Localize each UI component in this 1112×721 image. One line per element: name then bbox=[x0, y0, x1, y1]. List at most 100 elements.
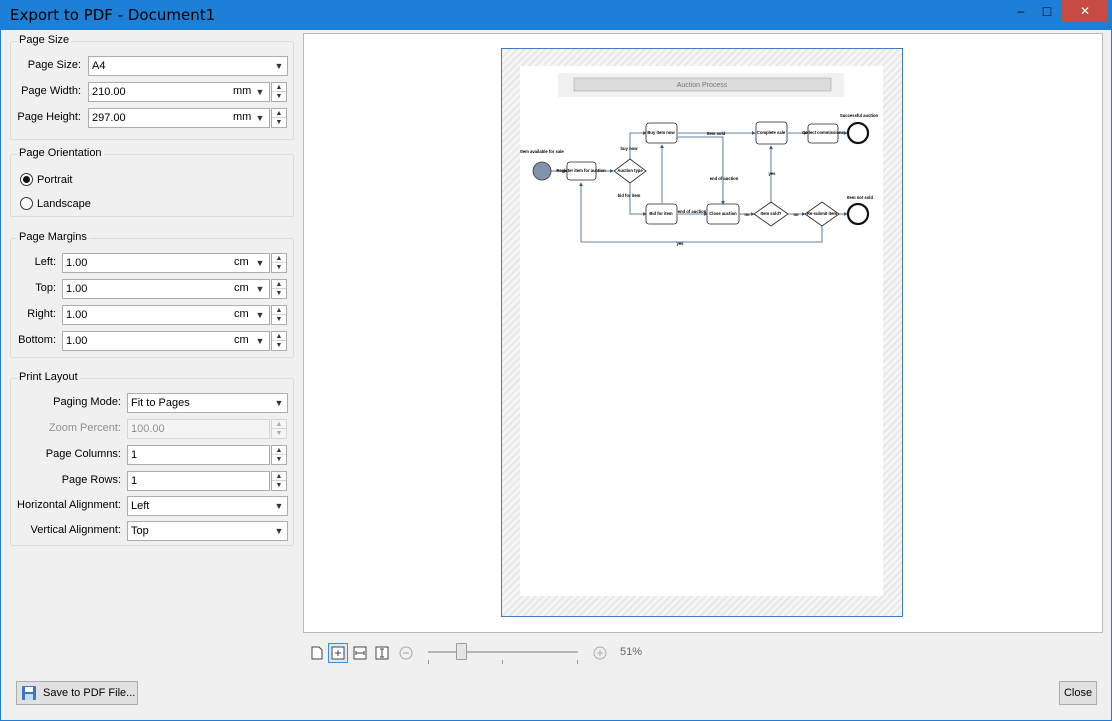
slider-tick bbox=[428, 660, 429, 664]
chevron-down-icon[interactable]: ▼ bbox=[255, 284, 265, 294]
vertical-alignment-select[interactable]: Top ▼ bbox=[127, 521, 288, 541]
page-height-label: Page Height: bbox=[17, 111, 81, 123]
margin-right-stepper[interactable]: ▲▼ bbox=[271, 305, 287, 325]
margin-bottom-label: Bottom: bbox=[18, 334, 56, 346]
page-height-input[interactable]: 297.00 mm ▼ bbox=[88, 108, 270, 128]
buy-now-task bbox=[645, 122, 678, 144]
stepper-up-icon[interactable]: ▲ bbox=[272, 446, 286, 455]
minimize-button[interactable]: – bbox=[1008, 0, 1034, 22]
stepper-up-icon[interactable]: ▲ bbox=[272, 254, 286, 263]
single-page-button[interactable] bbox=[307, 643, 327, 663]
chevron-down-icon[interactable]: ▼ bbox=[255, 310, 265, 320]
zoom-slider-track[interactable] bbox=[428, 651, 578, 653]
landscape-radio[interactable] bbox=[20, 197, 33, 210]
page-rows-input[interactable]: 1 bbox=[127, 471, 270, 491]
unit-label: cm bbox=[234, 282, 249, 294]
close-auction-task bbox=[706, 203, 740, 225]
maximize-button[interactable]: □ bbox=[1034, 0, 1060, 22]
zoom-slider-thumb[interactable] bbox=[456, 643, 467, 660]
stepper-down-icon[interactable]: ▼ bbox=[275, 290, 283, 297]
margin-left-input[interactable]: 1.00 cm ▼ bbox=[62, 253, 270, 273]
complete-sale-label: Complete sale bbox=[757, 130, 786, 135]
orientation-group: Page Orientation Portrait Landscape bbox=[10, 147, 295, 217]
button-bar: Save to PDF File... Close bbox=[1, 670, 1111, 720]
slider-tick bbox=[577, 660, 578, 664]
stepper-down-icon[interactable]: ▼ bbox=[275, 93, 283, 100]
page-width-input[interactable]: 210.00 mm ▼ bbox=[88, 82, 270, 102]
zoom-percent-stepper: ▲▼ bbox=[271, 419, 287, 439]
margin-bottom-input[interactable]: 1.00 cm ▼ bbox=[62, 331, 270, 351]
save-button-label: Save to PDF File... bbox=[43, 687, 136, 699]
stepper-up-icon[interactable]: ▲ bbox=[272, 83, 286, 92]
group-title: Print Layout bbox=[17, 371, 80, 383]
page-height-stepper[interactable]: ▲▼ bbox=[271, 108, 287, 128]
page-columns-input[interactable]: 1 bbox=[127, 445, 270, 465]
stepper-down-icon[interactable]: ▼ bbox=[275, 119, 283, 126]
stepper-down-icon: ▼ bbox=[275, 430, 283, 437]
margin-top-stepper[interactable]: ▲▼ bbox=[271, 279, 287, 299]
page-width-label: Page Width: bbox=[21, 85, 81, 97]
zoom-in-button[interactable] bbox=[590, 643, 610, 663]
page-margins-group: Page Margins Left: 1.00 cm ▼ ▲▼ Top: 1.0… bbox=[10, 231, 294, 358]
page-size-label: Page Size: bbox=[27, 59, 81, 71]
fit-width-button[interactable] bbox=[350, 643, 370, 663]
item-sold-q-label: Item sold? bbox=[761, 211, 782, 216]
fit-height-button[interactable] bbox=[372, 643, 392, 663]
horizontal-alignment-select[interactable]: Left ▼ bbox=[127, 496, 288, 516]
stepper-down-icon[interactable]: ▼ bbox=[275, 482, 283, 489]
paging-mode-select[interactable]: Fit to Pages ▼ bbox=[127, 393, 288, 413]
margin-left-stepper[interactable]: ▲▼ bbox=[271, 253, 287, 273]
margin-bottom-stepper[interactable]: ▲▼ bbox=[271, 331, 287, 351]
stepper-up-icon[interactable]: ▲ bbox=[272, 109, 286, 118]
register-task bbox=[566, 161, 597, 181]
close-button[interactable]: Close bbox=[1059, 681, 1097, 705]
stepper-up-icon[interactable]: ▲ bbox=[272, 332, 286, 341]
vertical-alignment-label: Vertical Alignment: bbox=[30, 524, 122, 536]
close-auction-label: Close auction bbox=[709, 211, 737, 216]
collect-task bbox=[807, 123, 839, 144]
stepper-up-icon[interactable]: ▲ bbox=[272, 280, 286, 289]
page-width-stepper[interactable]: ▲▼ bbox=[271, 82, 287, 102]
page-rows-stepper[interactable]: ▲▼ bbox=[271, 471, 287, 491]
margin-top-input[interactable]: 1.00 cm ▼ bbox=[62, 279, 270, 299]
save-icon bbox=[22, 686, 36, 700]
stepper-down-icon[interactable]: ▼ bbox=[275, 342, 283, 349]
bid-task bbox=[645, 203, 678, 225]
chevron-down-icon[interactable]: ▼ bbox=[255, 336, 265, 346]
stepper-down-icon[interactable]: ▼ bbox=[275, 456, 283, 463]
portrait-radio[interactable] bbox=[20, 173, 33, 186]
zoom-in-icon bbox=[593, 646, 607, 660]
stepper-down-icon[interactable]: ▼ bbox=[275, 264, 283, 271]
fit-width-icon bbox=[353, 646, 367, 660]
successful-label: Successful auction bbox=[840, 113, 879, 118]
stepper-down-icon[interactable]: ▼ bbox=[275, 316, 283, 323]
unit-label: cm bbox=[234, 334, 249, 346]
resubmit-gateway bbox=[804, 201, 840, 227]
landscape-label: Landscape bbox=[37, 198, 91, 210]
unit-label: cm bbox=[234, 308, 249, 320]
landscape-option[interactable]: Landscape bbox=[11, 195, 295, 215]
stepper-up-icon[interactable]: ▲ bbox=[272, 306, 286, 315]
page-columns-stepper[interactable]: ▲▼ bbox=[271, 445, 287, 465]
save-to-pdf-button[interactable]: Save to PDF File... bbox=[16, 681, 138, 705]
diagram-title: Auction Process bbox=[677, 82, 728, 89]
margin-right-input[interactable]: 1.00 cm ▼ bbox=[62, 305, 270, 325]
auction-type-gateway bbox=[613, 158, 647, 184]
bid-edge-label: bid for item bbox=[618, 193, 641, 198]
preview-pane[interactable]: Auction Process bbox=[303, 33, 1103, 633]
chevron-down-icon[interactable]: ▼ bbox=[255, 113, 265, 123]
fit-page-button[interactable] bbox=[328, 643, 348, 663]
zoom-out-button[interactable] bbox=[396, 643, 416, 663]
close-button-label: Close bbox=[1063, 687, 1093, 699]
portrait-option[interactable]: Portrait bbox=[11, 171, 295, 191]
page-content: Auction Process bbox=[520, 66, 883, 596]
chevron-down-icon[interactable]: ▼ bbox=[255, 258, 265, 268]
page-size-select[interactable]: A4 ▼ bbox=[88, 56, 288, 76]
window-close-button[interactable]: ✕ bbox=[1062, 0, 1108, 22]
no-label-1: no bbox=[744, 212, 750, 217]
chevron-down-icon[interactable]: ▼ bbox=[255, 87, 265, 97]
margin-left-label: Left: bbox=[34, 256, 56, 268]
page-icon bbox=[311, 646, 323, 660]
edge-buy-now bbox=[629, 131, 647, 159]
stepper-up-icon[interactable]: ▲ bbox=[272, 472, 286, 481]
